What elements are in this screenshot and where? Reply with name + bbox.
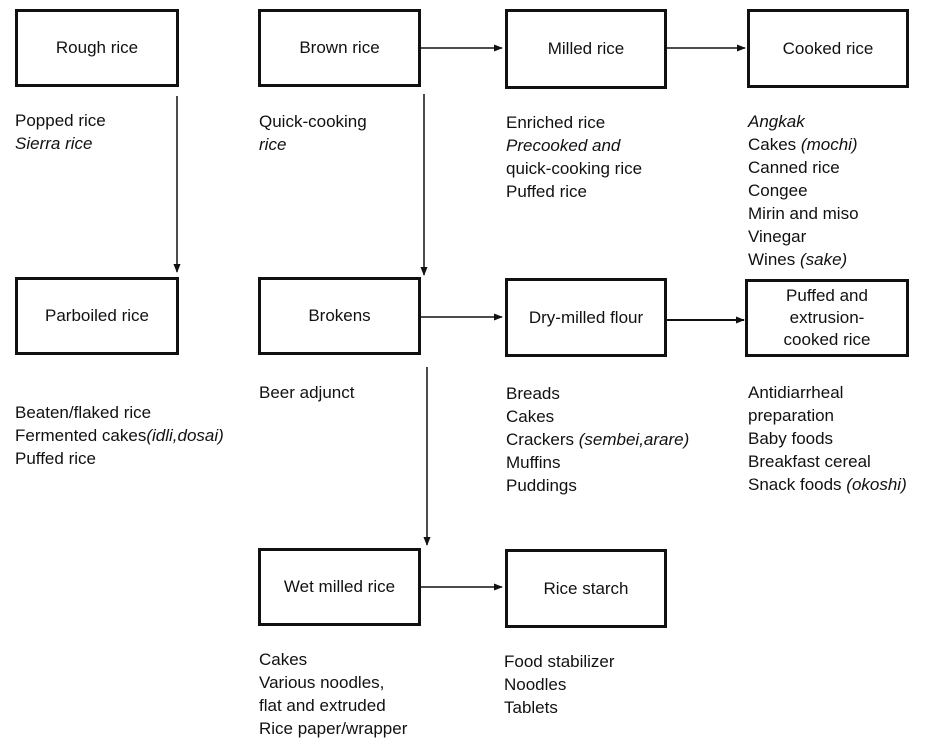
products-puffed-extrusion-cooked-rice: Antidiarrheal preparation Baby foods Bre… <box>748 381 907 496</box>
products-brokens: Beer adjunct <box>259 381 354 404</box>
product-item: Breakfast cereal <box>748 452 871 471</box>
product-item: Food stabilizer <box>504 652 615 671</box>
product-item: Breads <box>506 384 560 403</box>
product-item: Rice paper/wrapper <box>259 719 408 738</box>
product-item: Crackers (sembei,arare) <box>506 428 689 451</box>
node-rough-rice: Rough rice <box>15 9 179 87</box>
product-text: Fermented cakes <box>15 426 147 445</box>
node-label: Puffed and extrusion- cooked rice <box>784 285 871 351</box>
node-rice-starch: Rice starch <box>505 549 667 628</box>
product-item: Quick-cooking <box>259 112 367 131</box>
product-text: Cakes <box>748 135 801 154</box>
product-term: (sake) <box>799 250 848 269</box>
node-label: Dry-milled flour <box>528 307 644 327</box>
products-wet-milled-rice: Cakes Various noodles, flat and extruded… <box>259 648 407 740</box>
node-brown-rice: Brown rice <box>258 9 421 87</box>
node-label: Wet milled rice <box>283 577 396 596</box>
product-item: Tablets <box>504 698 558 717</box>
product-item: Angkak <box>748 112 805 131</box>
product-text: Snack foods <box>748 475 847 494</box>
products-cooked-rice: Angkak Cakes (mochi) Canned rice Congee … <box>748 110 859 271</box>
product-item: Snack foods (okoshi) <box>748 473 907 496</box>
products-parboiled-rice: Beaten/flaked rice Fermented cakes(idli,… <box>15 401 224 470</box>
product-item: Cakes <box>259 650 308 669</box>
product-term: (sembei,arare) <box>578 430 690 449</box>
product-term: (okoshi) <box>846 475 907 494</box>
product-item: Congee <box>748 181 808 200</box>
product-item: Canned rice <box>748 158 840 177</box>
product-item: Cakes (mochi) <box>748 133 859 156</box>
node-label: Cooked rice <box>782 38 874 58</box>
product-item: Various noodles, <box>259 673 385 692</box>
product-text: Wines <box>748 250 800 269</box>
products-brown-rice: Quick-cooking rice <box>259 110 367 156</box>
node-label-line: Puffed and <box>786 286 868 305</box>
node-label: Brown rice <box>299 38 380 57</box>
node-brokens: Brokens <box>258 277 421 355</box>
node-wet-milled-rice: Wet milled rice <box>258 548 421 626</box>
product-item: Beaten/flaked rice <box>15 403 152 422</box>
product-item: Puffed rice <box>506 182 587 201</box>
node-milled-rice: Milled rice <box>505 9 667 89</box>
product-item: Cakes <box>506 407 555 426</box>
node-label: Brokens <box>308 306 371 325</box>
product-item: Antidiarrheal <box>748 383 844 402</box>
node-puffed-extrusion-cooked-rice: Puffed and extrusion- cooked rice <box>745 279 909 357</box>
product-item: Muffins <box>506 453 561 472</box>
product-item: Mirin and miso <box>748 204 859 223</box>
product-item: Noodles <box>504 675 567 694</box>
product-item: Wines (sake) <box>748 248 859 271</box>
product-text: Crackers <box>506 430 579 449</box>
node-label-line: extrusion- <box>789 308 865 327</box>
node-dry-milled-flour: Dry-milled flour <box>505 278 667 357</box>
products-rice-starch: Food stabilizer Noodles Tablets <box>504 650 615 719</box>
product-item: quick-cooking rice <box>506 159 643 178</box>
node-label: Rough rice <box>55 38 139 57</box>
node-label: Rice starch <box>543 578 629 598</box>
product-term: (mochi) <box>800 135 858 154</box>
product-item: Sierra rice <box>15 134 93 153</box>
node-label: Parboiled rice <box>45 306 149 325</box>
product-item: flat and extruded <box>259 696 386 715</box>
product-item: Popped rice <box>15 111 106 130</box>
product-item: Fermented cakes(idli,dosai) <box>15 424 224 447</box>
node-parboiled-rice: Parboiled rice <box>15 277 179 355</box>
product-item: rice <box>259 135 287 154</box>
products-rough-rice: Popped rice Sierra rice <box>15 109 106 155</box>
product-item: Enriched rice <box>506 113 606 132</box>
product-term: (idli,dosai) <box>146 426 224 445</box>
product-item: Beer adjunct <box>259 383 355 402</box>
products-dry-milled-flour: Breads Cakes Crackers (sembei,arare) Muf… <box>506 382 689 497</box>
node-cooked-rice: Cooked rice <box>747 9 909 88</box>
product-item: preparation <box>748 406 835 425</box>
node-label: Milled rice <box>547 39 625 58</box>
product-item: Precooked and <box>506 136 621 155</box>
node-label-line: cooked rice <box>783 330 871 349</box>
product-item: Puddings <box>506 476 577 495</box>
product-item: Puffed rice <box>15 449 96 468</box>
product-item: Baby foods <box>748 429 834 448</box>
products-milled-rice: Enriched rice Precooked and quick-cookin… <box>506 111 642 203</box>
product-item: Vinegar <box>748 227 807 246</box>
